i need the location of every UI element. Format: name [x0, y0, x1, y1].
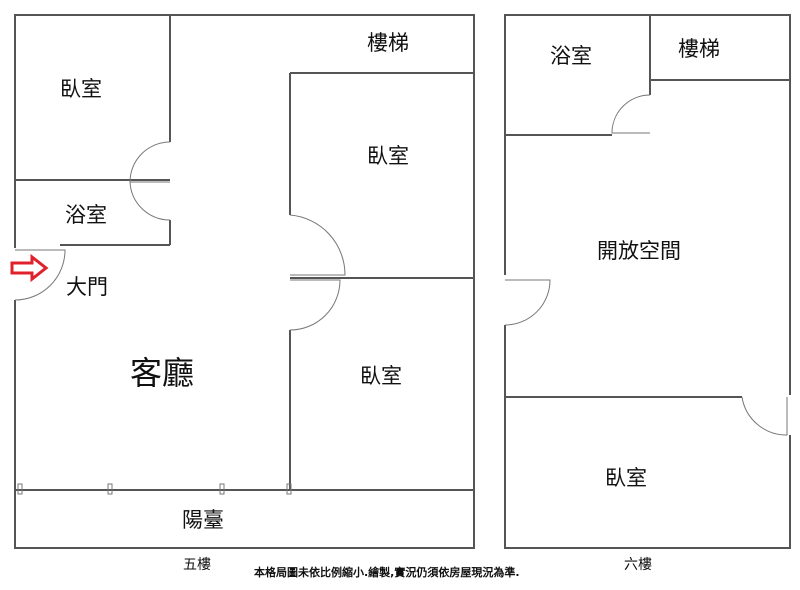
room-label: 樓梯: [367, 31, 409, 55]
room-label: 浴室: [65, 203, 107, 227]
room-label: 浴室: [550, 44, 592, 68]
room-label: 陽臺: [182, 508, 224, 532]
room-label: 臥室: [360, 364, 402, 388]
floor5-plan: 臥室 浴室 樓梯 臥室 臥室 客廳 陽臺 大門 五樓: [10, 14, 475, 573]
room-label: 臥室: [605, 466, 647, 490]
door-arcs: [14, 141, 346, 331]
entrance-arrow-icon: [10, 253, 49, 283]
room-label: 臥室: [367, 144, 409, 168]
floor6-plan: 浴室 樓梯 開放空間 臥室 六樓: [504, 14, 791, 573]
room-label: 樓梯: [678, 37, 720, 61]
room-label: 臥室: [60, 77, 102, 101]
floor6-label: 六樓: [624, 557, 652, 573]
disclaimer-note: 本格局圖未依比例縮小.繪製,實況仍須依房屋現況為準.: [254, 565, 520, 579]
room-label: 開放空間: [597, 239, 681, 263]
floor5-label: 五樓: [183, 557, 211, 573]
room-label: 客廳: [130, 354, 194, 392]
main-door-label: 大門: [66, 275, 108, 299]
